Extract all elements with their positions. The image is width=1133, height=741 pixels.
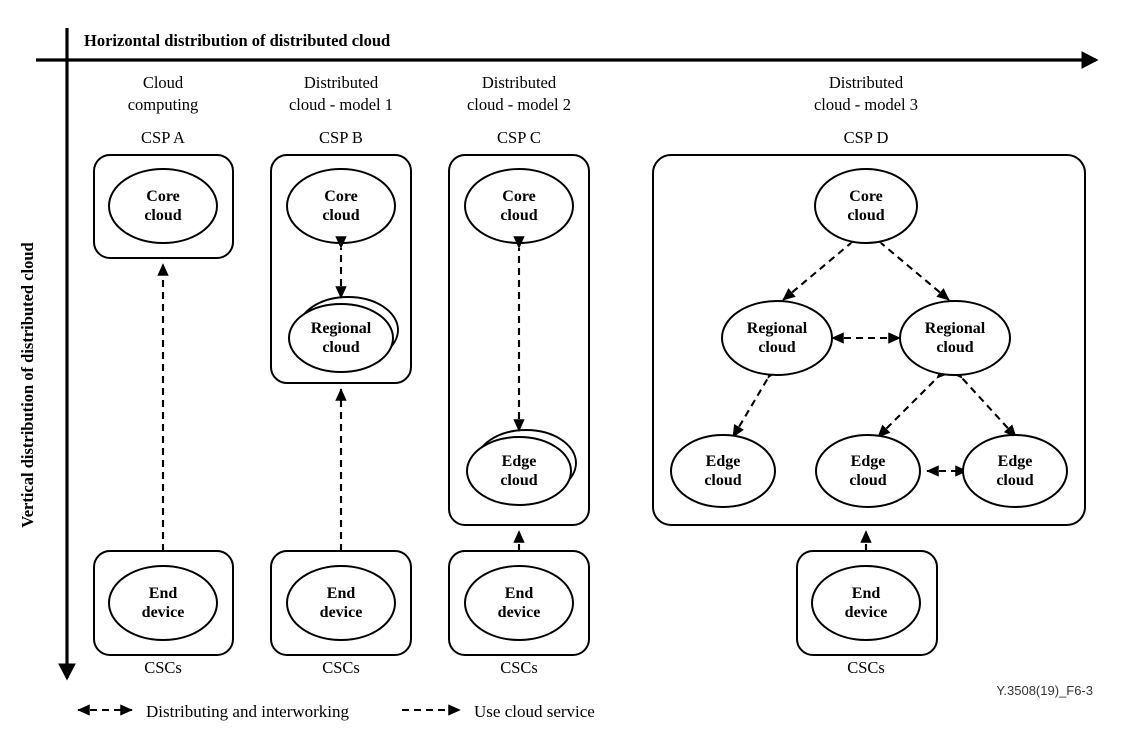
node-label-line1: Edge xyxy=(851,453,886,470)
csp-d-panel: Core cloud Regional cloud Regional cloud… xyxy=(652,154,1086,526)
node-label-line2: cloud xyxy=(847,207,884,224)
column-header-model-2: Distributed cloud - model 2 CSP C xyxy=(467,73,571,147)
node-label-line1: End xyxy=(852,585,881,602)
column-header-cloud-computing: Cloud computing CSP A xyxy=(128,73,199,147)
column-header-model-1: Distributed cloud - model 1 CSP B xyxy=(289,73,393,147)
node-label-line1: Regional xyxy=(925,320,986,337)
node-core-cloud-d xyxy=(814,168,918,244)
node-label-line2: device xyxy=(498,604,541,621)
column-header-line1: Distributed xyxy=(829,73,904,92)
column-header-line2: computing xyxy=(128,95,199,114)
axis-vertical-title: Vertical distribution of distributed clo… xyxy=(18,242,37,527)
csp-label-d: CSP D xyxy=(844,128,889,147)
node-end-device-a xyxy=(108,565,218,641)
legend-label-distributing: Distributing and interworking xyxy=(146,702,350,721)
column-header-line2: cloud - model 2 xyxy=(467,95,571,114)
column-header-line2: cloud - model 3 xyxy=(814,95,918,114)
node-label-line1: Regional xyxy=(747,320,808,337)
csc-label-b: CSCs xyxy=(322,658,360,677)
node-label-line1: Edge xyxy=(502,453,537,470)
node-label-line1: End xyxy=(149,585,178,602)
csc-a-panel: End device CSCs xyxy=(93,550,234,677)
node-edge-cloud-d-1 xyxy=(670,434,776,508)
arrow-d-regional-right-edge-2 xyxy=(877,365,950,438)
csc-label-d: CSCs xyxy=(847,658,885,677)
node-label-line1: End xyxy=(327,585,356,602)
node-label-line2: cloud xyxy=(849,472,886,489)
node-label-line2: cloud xyxy=(322,339,359,356)
node-label-line2: cloud xyxy=(144,207,181,224)
csp-c-panel: Core cloud Edge cloud xyxy=(448,154,590,526)
figure-id-label: Y.3508(19)_F6-3 xyxy=(996,683,1093,698)
node-edge-cloud-d-2 xyxy=(815,434,921,508)
node-label-line2: cloud xyxy=(322,207,359,224)
node-label-line1: Core xyxy=(324,188,357,205)
node-label-line1: Regional xyxy=(311,320,372,337)
csc-d-panel: End device CSCs xyxy=(796,550,938,677)
node-regional-cloud-d-right xyxy=(899,300,1011,376)
csp-a-panel: Core cloud xyxy=(93,154,234,259)
node-label-line2: cloud xyxy=(500,472,537,489)
node-label-line1: Core xyxy=(502,188,535,205)
node-label-line2: cloud xyxy=(704,472,741,489)
node-label-line2: cloud xyxy=(758,339,795,356)
arrow-d-core-regional-left xyxy=(782,231,864,301)
arrow-d-core-regional-right xyxy=(868,231,950,301)
node-label-line1: End xyxy=(505,585,534,602)
node-core-cloud-a xyxy=(108,168,218,244)
node-regional-cloud-b xyxy=(288,303,394,373)
column-header-line1: Distributed xyxy=(482,73,557,92)
csp-label-b: CSP B xyxy=(319,128,363,147)
csc-label-a: CSCs xyxy=(144,658,182,677)
legend: Distributing and interworking Use cloud … xyxy=(77,702,595,721)
node-label-line1: Edge xyxy=(706,453,741,470)
node-label-line2: device xyxy=(845,604,888,621)
node-label-line1: Core xyxy=(146,188,179,205)
axis-horizontal-title: Horizontal distribution of distributed c… xyxy=(84,31,390,50)
node-core-cloud-c xyxy=(464,168,574,244)
node-end-device-d xyxy=(811,565,921,641)
node-label-line2: device xyxy=(142,604,185,621)
column-header-line1: Cloud xyxy=(143,73,184,92)
node-regional-cloud-d-left xyxy=(721,300,833,376)
legend-item-distributing: Distributing and interworking xyxy=(77,702,350,721)
node-edge-cloud-d-3 xyxy=(962,434,1068,508)
column-header-line1: Distributed xyxy=(304,73,379,92)
csp-label-a: CSP A xyxy=(141,128,185,147)
node-label-line1: Edge xyxy=(998,453,1033,470)
node-core-cloud-b xyxy=(286,168,396,244)
csc-label-c: CSCs xyxy=(500,658,538,677)
node-label-line1: Core xyxy=(849,188,882,205)
legend-label-use-cloud-service: Use cloud service xyxy=(474,702,595,721)
csp-label-c: CSP C xyxy=(497,128,541,147)
csp-b-panel: Core cloud Regional cloud xyxy=(270,154,412,384)
legend-item-use-cloud-service: Use cloud service xyxy=(402,702,595,721)
node-end-device-b xyxy=(286,565,396,641)
node-edge-cloud-c xyxy=(466,436,572,506)
csc-c-panel: End device CSCs xyxy=(448,550,590,677)
node-label-line2: device xyxy=(320,604,363,621)
column-header-line2: cloud - model 1 xyxy=(289,95,393,114)
arrow-d-regional-right-edge-3 xyxy=(949,365,1017,438)
column-header-model-3: Distributed cloud - model 3 CSP D xyxy=(814,73,918,147)
node-label-line2: cloud xyxy=(500,207,537,224)
csc-b-panel: End device CSCs xyxy=(270,550,412,677)
node-label-line2: cloud xyxy=(996,472,1033,489)
node-end-device-c xyxy=(464,565,574,641)
node-label-line2: cloud xyxy=(936,339,973,356)
